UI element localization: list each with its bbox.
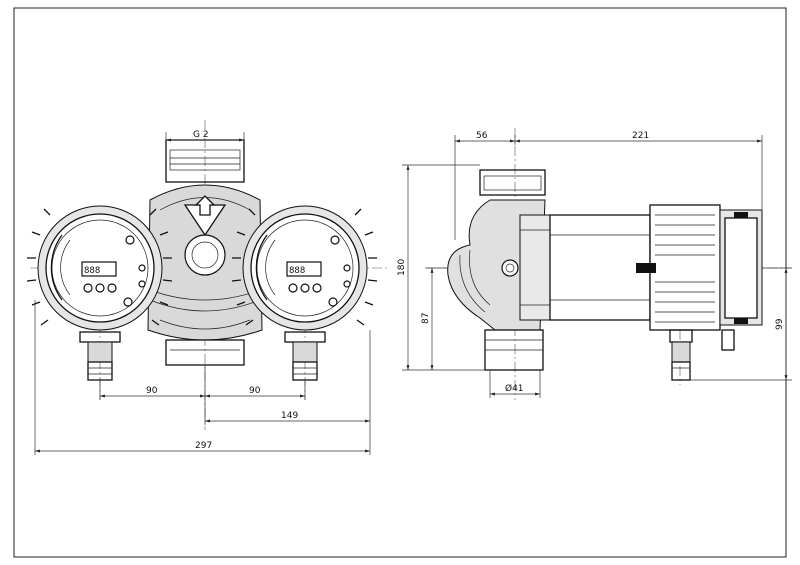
- dim-offset: 149: [281, 411, 298, 421]
- dim-height-axis: 87: [421, 313, 431, 324]
- side-view: 56 221 180 87 99 Ø41: [397, 128, 792, 400]
- svg-text:888: 888: [84, 266, 100, 276]
- dim-depth-motor: 221: [632, 131, 649, 141]
- dim-height-total: 180: [397, 259, 407, 276]
- dim-overall-width: 297: [195, 441, 212, 451]
- left-motor-head: 888: [26, 205, 173, 381]
- dim-height-motor: 99: [775, 318, 785, 330]
- motor-lantern: [519, 214, 651, 321]
- dim-depth-inlet: 56: [476, 131, 488, 141]
- finned-motor: [636, 204, 763, 381]
- pump-body: [147, 184, 263, 341]
- right-motor-head: 888: [231, 205, 378, 381]
- front-view: 888 888: [26, 120, 390, 455]
- dim-pitch-left: 90: [146, 386, 158, 396]
- dim-pitch-right: 90: [249, 386, 261, 396]
- svg-text:888: 888: [289, 266, 305, 276]
- dim-diameter: Ø41: [505, 383, 524, 394]
- dim-thread: G 2: [193, 130, 209, 140]
